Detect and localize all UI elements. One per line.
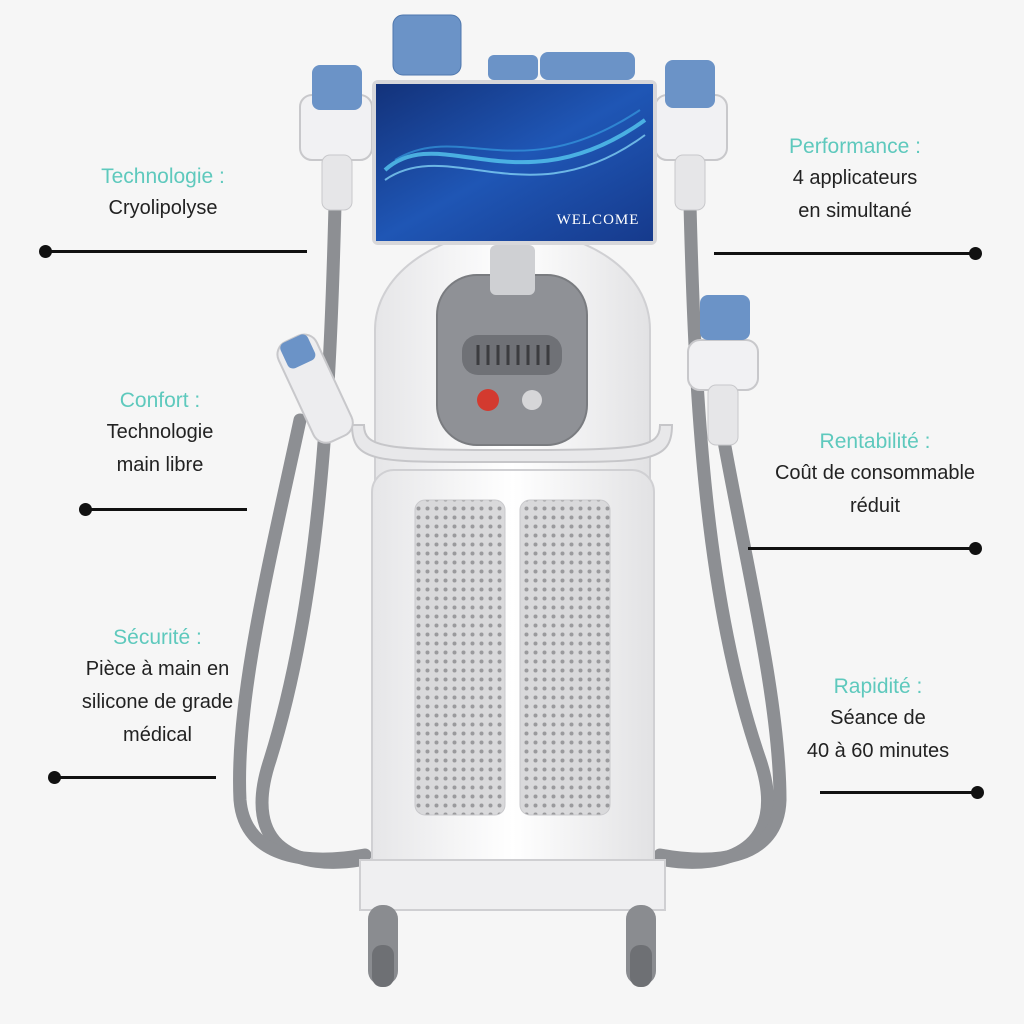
feature-title: Performance : [789,135,921,158]
feature-desc-line: silicone de grade [81,691,234,713]
feature-title: Sécurité : [113,626,202,649]
screen-welcome-text: WELCOME [557,212,640,228]
feature-technologie: Technologie : Cryolipolyse [58,162,268,225]
feature-desc-line: Technologie [106,421,214,443]
feature-desc-line: Pièce à main en [85,658,230,680]
feature-title: Confort : [119,389,201,412]
feature-securite: Sécurité : Pièce à main en silicone de g… [40,623,275,752]
feature-desc-line: main libre [116,454,204,476]
connector-dot [971,786,984,799]
connector-rentabilite [748,542,982,555]
feature-desc-line: médical [123,724,192,746]
machine-body [350,228,674,987]
connector-dot [39,245,52,258]
connector-technologie [39,245,307,258]
feature-desc-line: 40 à 60 minutes [806,740,950,762]
feature-rapidite: Rapidité : Séance de 40 à 60 minutes [763,672,993,768]
connector-dot [969,542,982,555]
feature-rentabilite: Rentabilité : Coût de consommable réduit [735,427,1015,523]
feature-desc-line: Séance de [830,707,926,729]
feature-title: Rapidité : [833,675,923,698]
connector-dot [48,771,61,784]
applicators [276,14,759,446]
feature-title: Rentabilité : [819,430,931,453]
connector-dot [969,247,982,260]
feature-performance: Performance : 4 applicateurs en simultan… [740,132,970,228]
feature-desc-line: Cryolipolyse [108,197,218,219]
feature-desc-line: en simultané [798,200,912,222]
feature-title: Technologie : [101,165,225,188]
feature-confort: Confort : Technologie main libre [60,386,260,482]
connector-securite [48,771,216,784]
connector-rapidite [820,786,984,799]
feature-desc-line: 4 applicateurs [792,167,918,189]
feature-desc-line: Coût de consommable [774,462,976,484]
touch-screen: WELCOME [372,80,657,245]
connector-confort [79,503,247,516]
connector-performance [714,247,982,260]
feature-desc-line: réduit [849,495,901,517]
connector-dot [79,503,92,516]
